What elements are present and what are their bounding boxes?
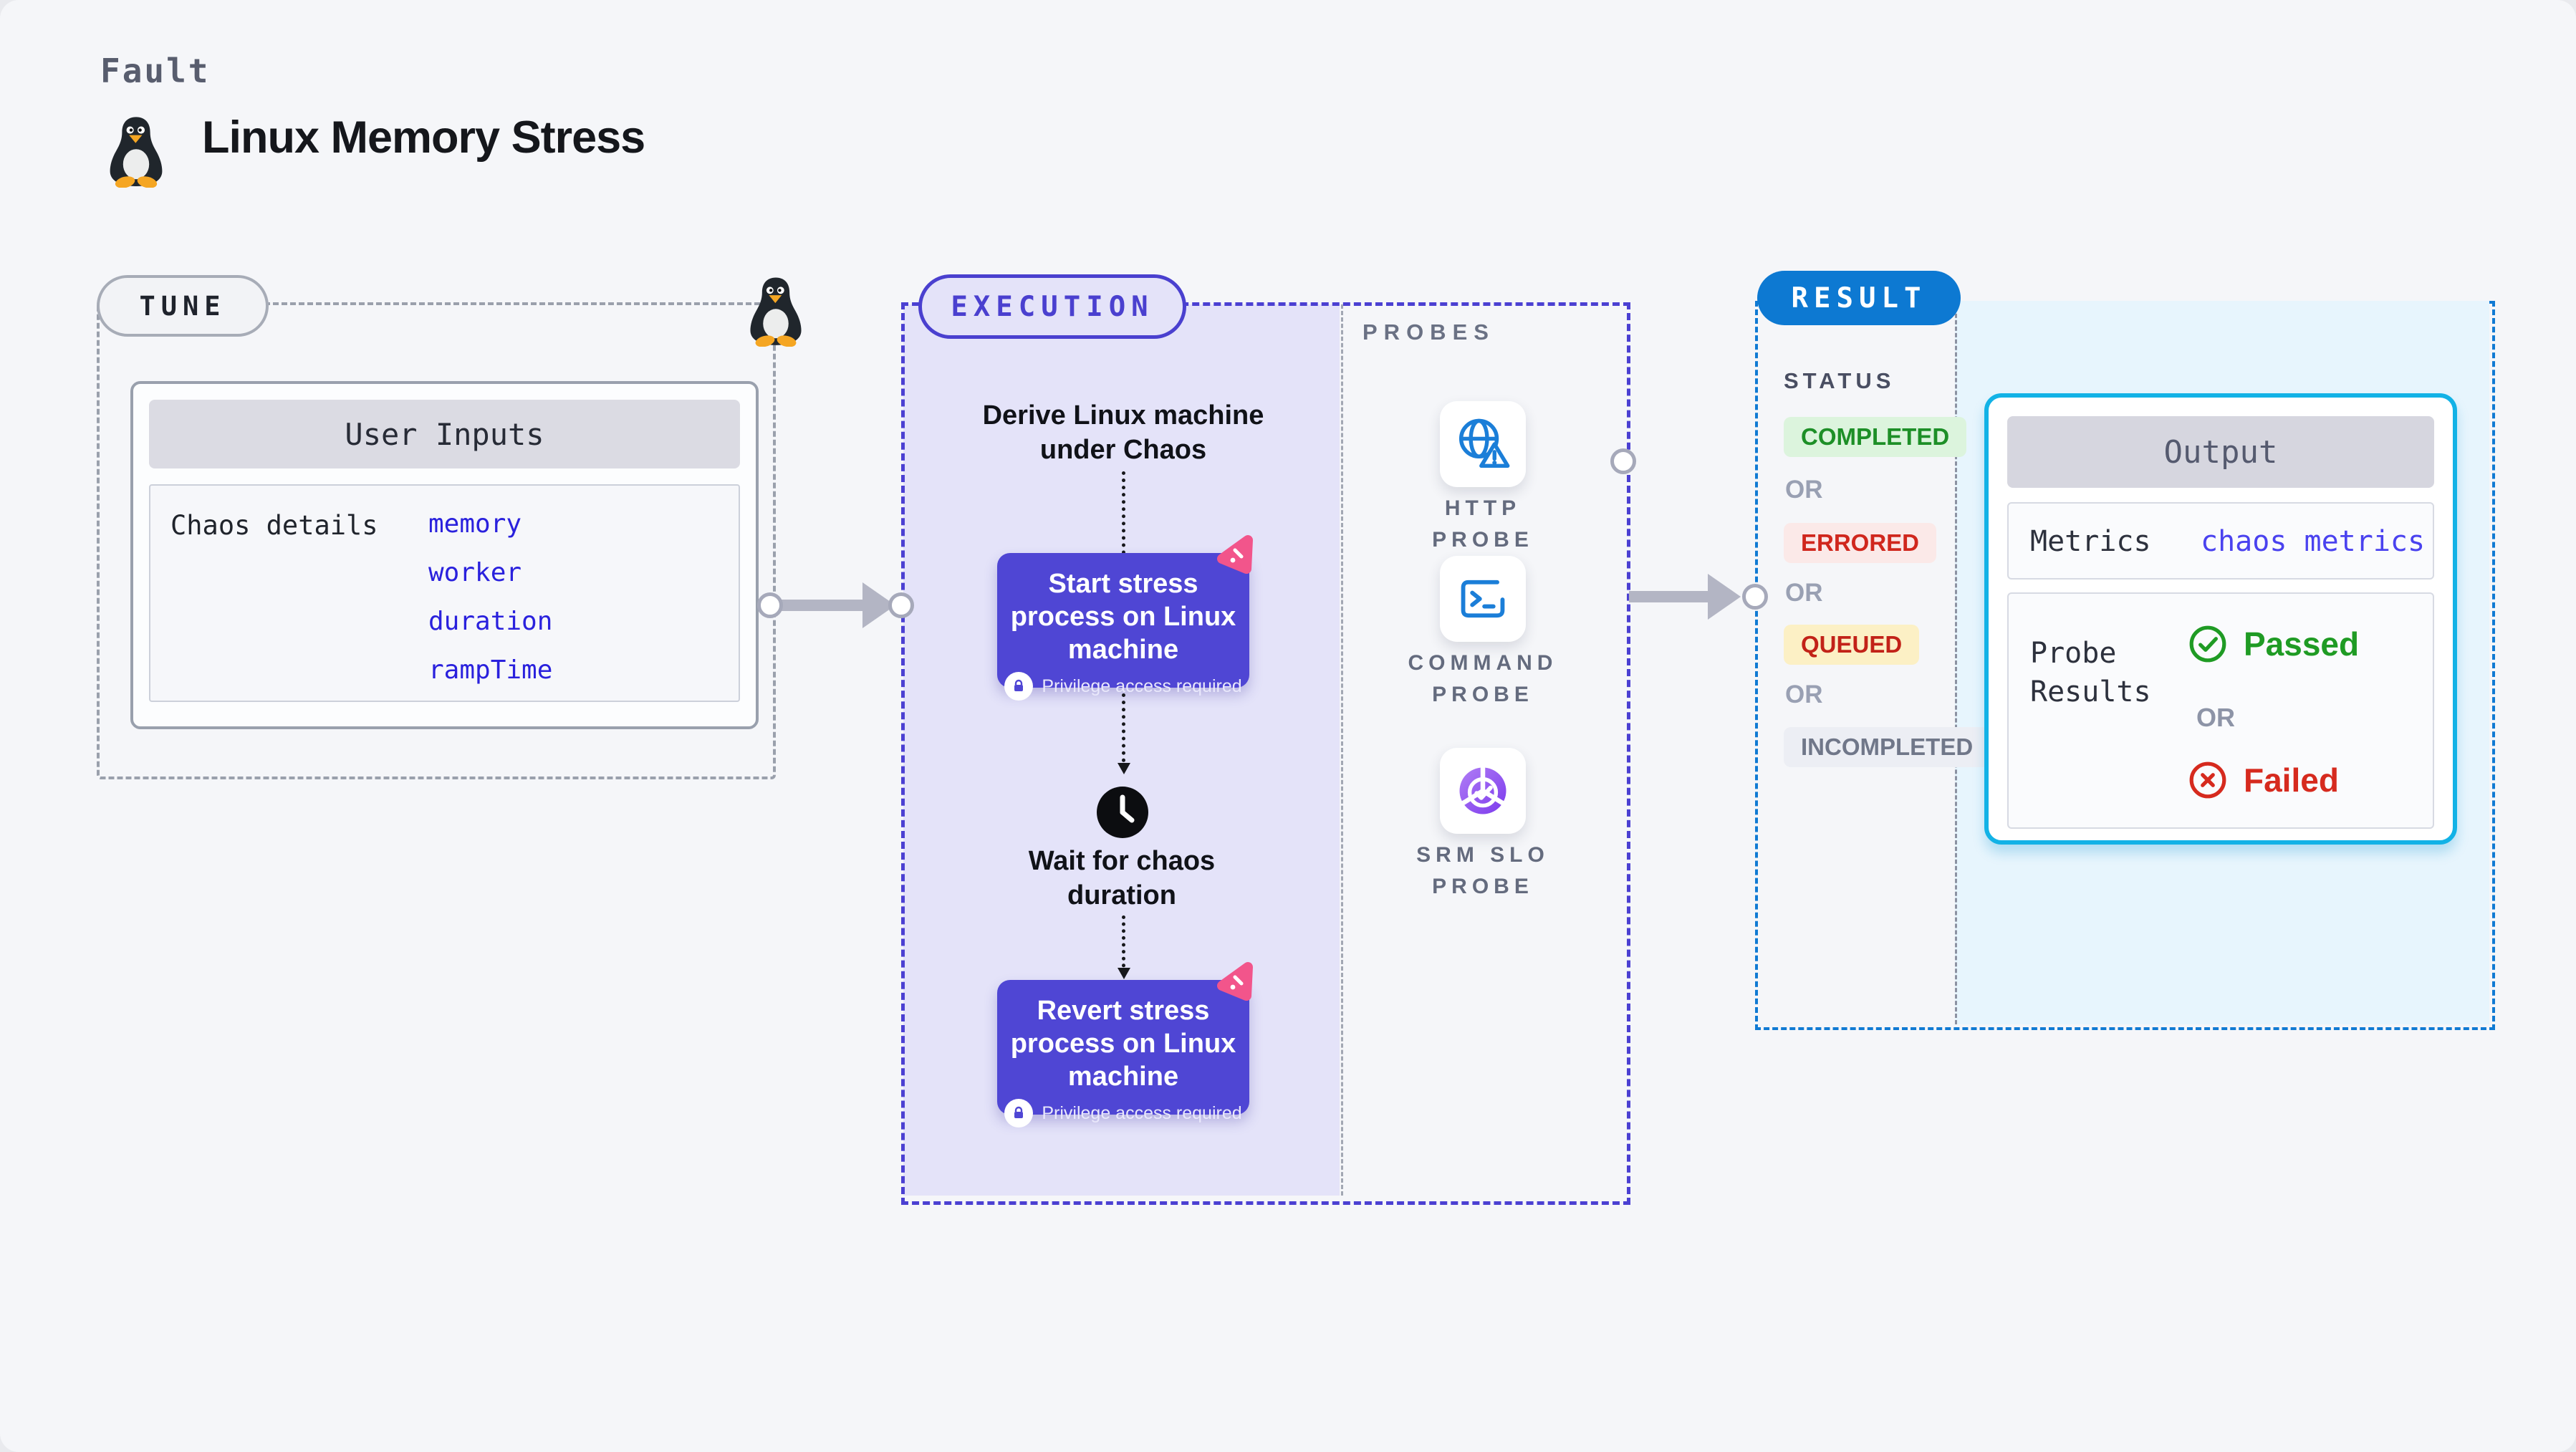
page-title: Linux Memory Stress: [202, 112, 645, 163]
check-circle-icon: [2189, 625, 2226, 663]
input-duration: duration: [428, 607, 553, 636]
execution-out-connector: [1610, 448, 1636, 474]
command-probe-card: [1440, 556, 1526, 642]
probes-heading: PROBES: [1363, 319, 1495, 345]
probes-divider: [1341, 304, 1343, 1196]
privilege-note: Privilege access required: [1042, 675, 1242, 696]
srm-slo-probe-card: [1440, 748, 1526, 834]
revert-stress-label: Revert stress process on Linux machine: [1010, 996, 1236, 1092]
input-memory: memory: [428, 509, 522, 539]
chaos-details-values: memory worker duration rampTime: [428, 500, 552, 695]
probe-results-label: Probe Results: [2030, 637, 2151, 708]
user-inputs-title: User Inputs: [149, 400, 740, 468]
start-stress-node: Start stress process on Linux machine Pr…: [997, 553, 1249, 701]
status-heading: STATUS: [1784, 368, 1895, 393]
fault-kicker: Fault: [100, 52, 211, 90]
clock-icon: [1095, 785, 1150, 843]
status-badge-errored: ERRORED: [1784, 523, 1937, 563]
chaos-fault-badge-icon: [1217, 535, 1253, 574]
http-probe-label: HTTP PROBE: [1432, 496, 1534, 552]
chaos-fault-badge-icon: [1217, 962, 1253, 1001]
tune-section-outline: [97, 302, 776, 779]
output-card: Output Metrics chaos metrics Probe Resul…: [1984, 393, 2457, 845]
status-badge-incompleted: INCOMPLETED: [1784, 727, 1991, 767]
execution-pill: EXECUTION: [918, 274, 1186, 339]
srm-slo-probe-label: SRM SLO PROBE: [1416, 843, 1549, 898]
arrow-tune-to-execution: [781, 582, 895, 628]
metrics-value-link: chaos metrics: [2201, 525, 2426, 558]
input-worker: worker: [428, 558, 522, 587]
slo-donut-icon: [1458, 765, 1507, 814]
command-probe-label: COMMAND PROBE: [1408, 651, 1558, 706]
result-in-connector: [1742, 584, 1768, 610]
revert-stress-node: Revert stress process on Linux machine P…: [997, 980, 1249, 1128]
privilege-note: Privilege access required: [1042, 1102, 1242, 1123]
dotted-arrow-down-icon: [1118, 693, 1130, 774]
linux-tux-icon: [110, 117, 163, 188]
chaos-details-label: Chaos details: [170, 510, 378, 541]
probe-passed: Passed: [2188, 624, 2359, 664]
or-separator: OR: [2196, 703, 2235, 732]
probe-results-row: Probe Results Passed OR Failed: [2007, 592, 2434, 829]
or-separator: OR: [1785, 579, 1823, 607]
tune-pill: TUNE: [97, 275, 269, 337]
tune-out-connector: [757, 592, 783, 618]
input-ramptime: rampTime: [428, 655, 553, 685]
wait-step-label: Wait for chaos duration: [1028, 846, 1216, 910]
execution-in-connector: [888, 592, 914, 618]
x-circle-icon: [2189, 761, 2226, 799]
lock-icon: [1004, 1099, 1034, 1128]
terminal-icon: [1461, 580, 1505, 618]
lock-icon: [1004, 672, 1034, 701]
status-badge-queued: QUEUED: [1784, 625, 1920, 665]
http-probe-card: [1440, 401, 1526, 487]
start-stress-label: Start stress process on Linux machine: [1010, 569, 1236, 665]
result-pill: RESULT: [1757, 271, 1961, 325]
linux-tux-icon-small: [750, 277, 802, 347]
arrow-execution-to-result: [1629, 574, 1741, 620]
metrics-label: Metrics: [2030, 525, 2151, 558]
status-badge-completed: COMPLETED: [1784, 417, 1967, 457]
globe-alert-icon: [1458, 418, 1510, 468]
output-title: Output: [2007, 416, 2434, 488]
metrics-row: Metrics chaos metrics: [2007, 502, 2434, 580]
user-inputs-body: Chaos details memory worker duration ram…: [149, 484, 740, 702]
or-separator: OR: [1785, 476, 1823, 504]
probe-failed: Failed: [2188, 760, 2339, 800]
dotted-arrow-down-icon: [1118, 915, 1130, 979]
user-inputs-card: User Inputs Chaos details memory worker …: [130, 381, 759, 729]
execution-section-outline: [901, 302, 1630, 1205]
failed-label: Failed: [2244, 761, 2339, 799]
passed-label: Passed: [2244, 625, 2360, 663]
derive-step-label: Derive Linux machine under Chaos: [982, 400, 1264, 465]
or-separator: OR: [1785, 681, 1823, 708]
